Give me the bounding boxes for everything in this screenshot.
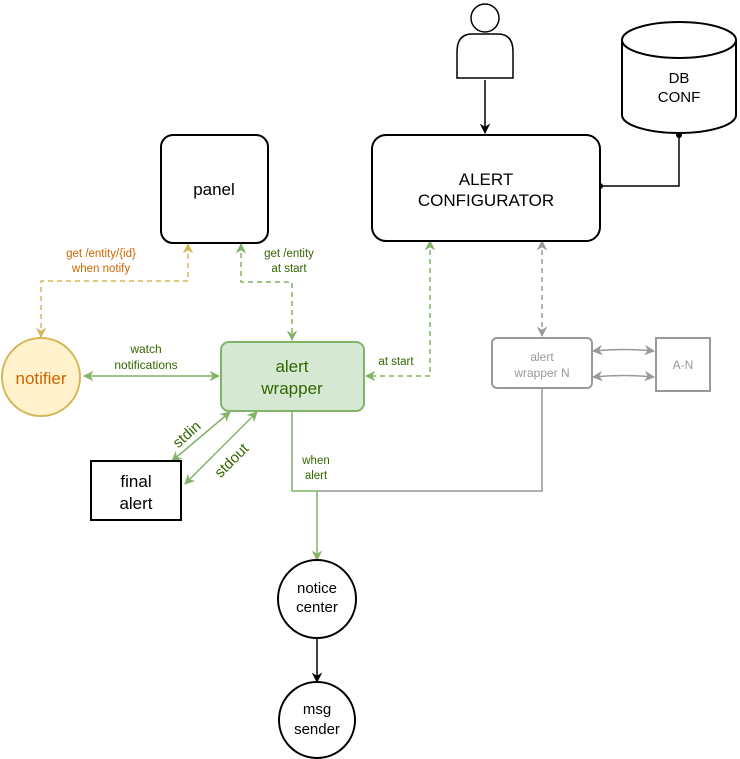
db-conf-label-line2: CONF — [658, 89, 701, 106]
edge-label-watch-line2: notifications — [114, 358, 177, 372]
edge-configurator-wrapper — [364, 239, 436, 382]
notice-center-node: notice center — [277, 559, 357, 639]
notice-center-label-line2: center — [296, 599, 338, 616]
a-n-node: A-N — [655, 337, 711, 392]
edge-wrapper-n-a-n-lower — [591, 370, 656, 382]
edge-label-get-entity-id-line2: when notify — [71, 263, 130, 275]
alert-wrapper-n-label-line2: wrapper N — [513, 366, 569, 380]
final-alert-label-line1: final — [120, 472, 151, 491]
user-icon — [456, 3, 514, 79]
msg-sender-label-line1: msg — [303, 701, 331, 718]
alert-wrapper-n-label-line1: alert — [530, 350, 554, 364]
alert-configurator-label-line2: CONFIGURATOR — [418, 191, 554, 210]
alert-configurator-label-line1: ALERT — [459, 170, 514, 189]
a-n-label: A-N — [673, 358, 694, 372]
edge-label-get-entity-id-line1: get /entity/{id} — [66, 248, 136, 260]
final-alert-node: final alert — [90, 460, 182, 521]
edge-label-at-start: at start — [378, 356, 414, 368]
panel-label: panel — [193, 180, 235, 199]
edge-label-stdout: stdout — [211, 440, 253, 482]
db-conf-label-line1: DB — [669, 70, 690, 87]
msg-sender-node: msg sender — [278, 681, 356, 759]
alert-wrapper-n-node: alert wrapper N — [491, 337, 593, 389]
edge-label-get-entity-line2: at start — [271, 263, 307, 275]
msg-sender-label-line2: sender — [294, 721, 340, 738]
alert-wrapper-label-line2: wrapper — [260, 379, 323, 398]
edge-wrapper-n-to-notice-center — [317, 389, 543, 492]
edge-label-get-entity-line1: get /entity — [264, 248, 314, 260]
edge-label-when-alert-line2: alert — [305, 470, 328, 482]
edge-notifier-panel — [35, 242, 194, 339]
edge-label-when-alert-line1: when — [301, 455, 330, 467]
edge-label-watch-line1: watch — [129, 342, 161, 356]
notice-center-label-line1: notice — [297, 580, 337, 597]
edge-wrapper-to-notice-center — [291, 412, 323, 562]
notifier-label: notifier — [15, 369, 66, 388]
final-alert-label-line2: alert — [119, 494, 152, 513]
notifier-node: notifier — [1, 337, 81, 417]
db-conf-node: DB CONF — [621, 21, 737, 134]
alert-configurator-node: ALERT CONFIGURATOR — [371, 134, 601, 242]
edge-stdout — [184, 411, 258, 485]
alert-wrapper-node: alert wrapper — [220, 341, 365, 412]
edge-panel-wrapper — [235, 242, 298, 342]
alert-wrapper-label-line1: alert — [275, 357, 308, 376]
edge-label-stdin: stdin — [170, 418, 205, 452]
edge-db-to-configurator — [597, 132, 682, 189]
panel-node: panel — [160, 134, 269, 244]
edge-wrapper-n-a-n-upper — [591, 344, 656, 356]
